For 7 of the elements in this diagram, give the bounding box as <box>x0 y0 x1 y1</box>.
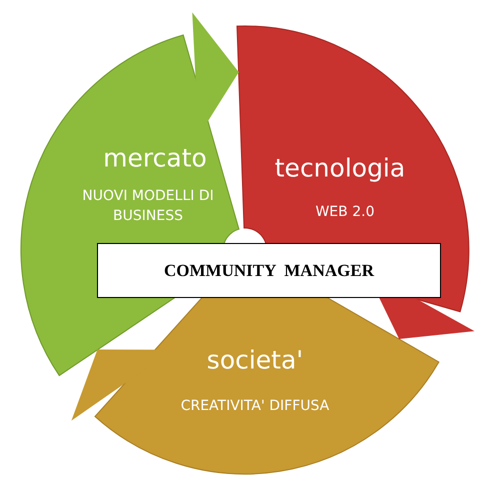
segment-description: WEB 2.0 <box>314 203 376 222</box>
segment-heading: societa' <box>206 346 304 374</box>
segment-heading: mercato <box>103 143 207 172</box>
segment-heading: tecnologia <box>274 154 406 182</box>
title-box: COMMUNITY MANAGER <box>97 243 441 298</box>
segment-description: NUOVI MODELLI DI BUSINESS <box>81 186 215 226</box>
segment-description: CREATIVITA' DIFFUSA <box>180 397 330 416</box>
